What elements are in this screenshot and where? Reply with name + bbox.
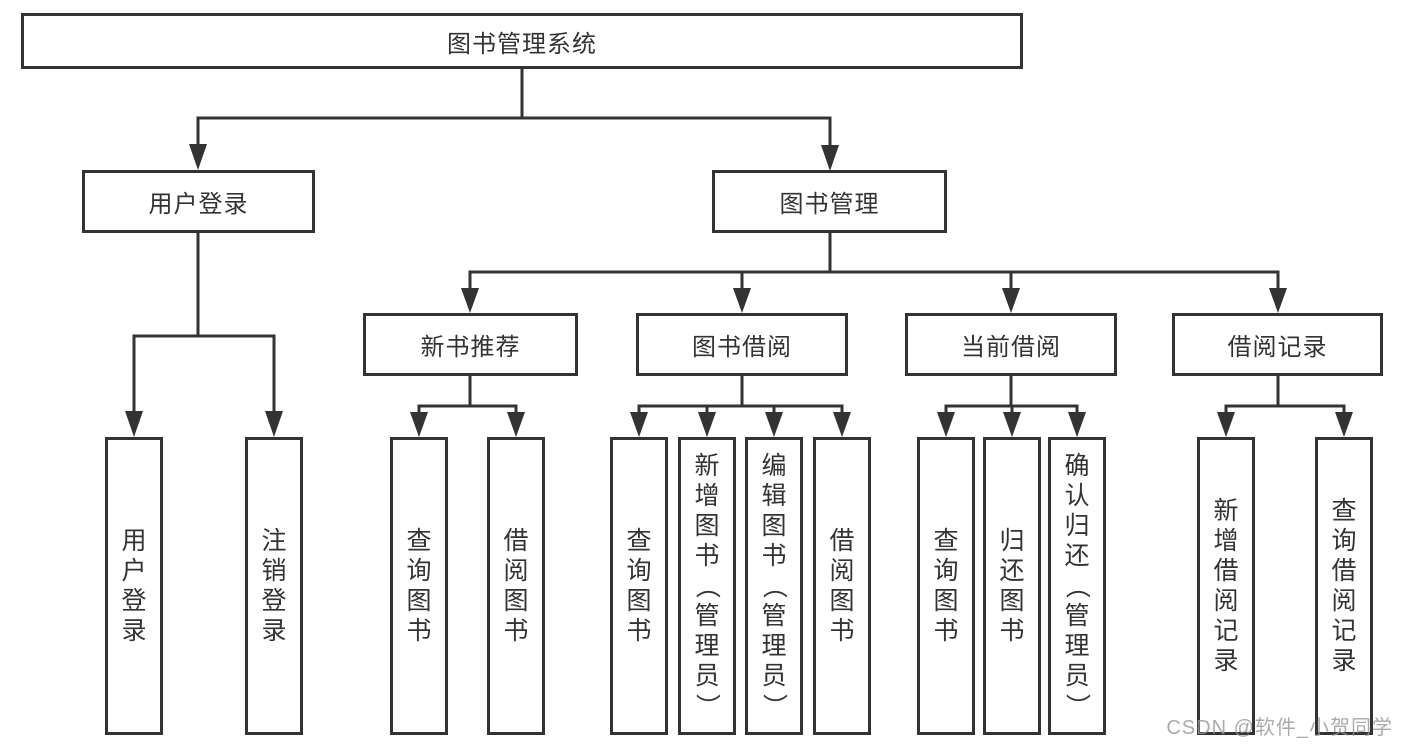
leaf-logout: 注销登录 [245, 437, 303, 735]
node-current-borrowing-label: 当前借阅 [961, 334, 1061, 361]
node-current-borrowing: 当前借阅 [905, 313, 1117, 376]
leaf-confirm-return-admin: 确认归还（管理员） [1048, 437, 1106, 735]
node-borrowing-records: 借阅记录 [1172, 313, 1383, 376]
leaf-logout-label: 注销登录 [261, 527, 287, 645]
node-new-book-recommend: 新书推荐 [363, 313, 578, 376]
node-user-login-label: 用户登录 [148, 191, 249, 218]
leaf-return-books-label: 归还图书 [999, 527, 1025, 645]
node-book-management-label: 图书管理 [779, 191, 880, 218]
leaf-add-book-admin-label: 新增图书（管理员） [693, 452, 721, 719]
leaf-edit-book-admin-label: 编辑图书（管理员） [760, 452, 788, 719]
leaf-query-borrow-record: 查询借阅记录 [1315, 437, 1373, 735]
leaf-query-books-current: 查询图书 [917, 437, 975, 735]
leaf-confirm-return-admin-label: 确认归还（管理员） [1063, 452, 1091, 719]
node-book-borrowing-label: 图书借阅 [692, 334, 792, 361]
leaf-query-books-recommend-label: 查询图书 [406, 527, 432, 645]
leaf-add-borrow-record-label: 新增借阅记录 [1213, 497, 1239, 675]
leaf-query-books-current-label: 查询图书 [933, 527, 959, 645]
leaf-borrow-books-recommend: 借阅图书 [487, 437, 545, 735]
leaf-query-books-borrowing: 查询图书 [610, 437, 668, 735]
csdn-watermark: CSDN @软件_小贺同学 [1166, 717, 1393, 739]
leaf-borrow-books-borrowing-label: 借阅图书 [829, 527, 855, 645]
leaf-borrow-books-borrowing: 借阅图书 [813, 437, 871, 735]
leaf-edit-book-admin: 编辑图书（管理员） [745, 437, 803, 735]
leaf-add-book-admin: 新增图书（管理员） [678, 437, 736, 735]
leaf-return-books: 归还图书 [983, 437, 1041, 735]
node-book-borrowing: 图书借阅 [636, 313, 848, 376]
node-new-book-recommend-label: 新书推荐 [420, 334, 521, 361]
leaf-query-books-recommend: 查询图书 [390, 437, 448, 735]
node-user-login: 用户登录 [82, 170, 315, 233]
leaf-query-books-borrowing-label: 查询图书 [626, 527, 652, 645]
leaf-query-borrow-record-label: 查询借阅记录 [1331, 497, 1357, 675]
leaf-user-login: 用户登录 [105, 437, 163, 735]
node-borrowing-records-label: 借阅记录 [1227, 334, 1328, 361]
leaf-add-borrow-record: 新增借阅记录 [1197, 437, 1255, 735]
node-root: 图书管理系统 [21, 13, 1023, 69]
leaf-borrow-books-recommend-label: 借阅图书 [503, 527, 529, 645]
leaf-user-login-label: 用户登录 [121, 527, 147, 645]
node-root-label: 图书管理系统 [447, 30, 597, 58]
node-book-management: 图书管理 [712, 170, 947, 233]
